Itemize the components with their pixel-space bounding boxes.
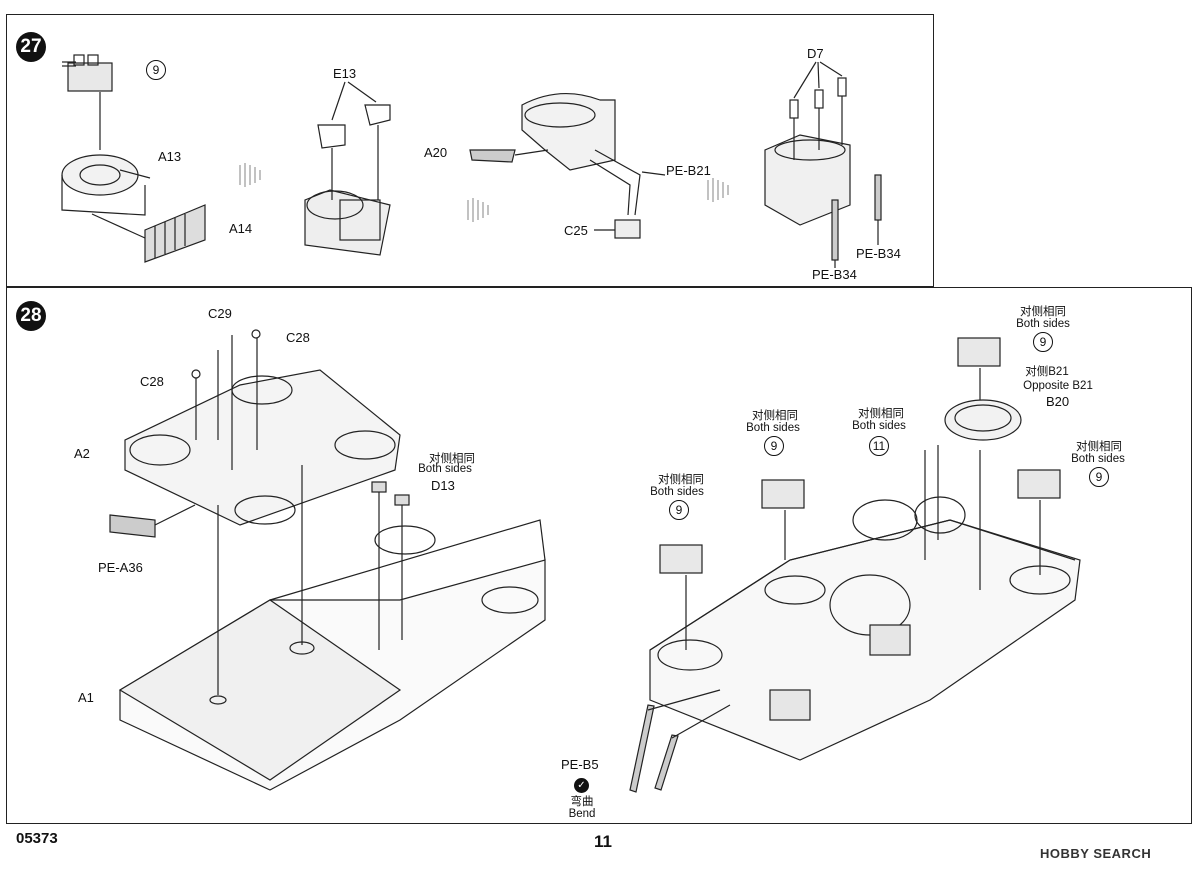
part-a1-drawing <box>118 519 546 791</box>
label-b20-cn: 对侧B21 <box>1025 366 1069 378</box>
label-9b-en: Both sides <box>746 422 800 434</box>
label-9c-cn: 对侧相同 <box>1020 306 1066 318</box>
label-bend-cn: 弯曲 <box>570 796 594 808</box>
label-c28-b: C28 <box>140 374 164 389</box>
label-9a-cn: 对侧相同 <box>658 474 704 486</box>
page-number: 11 <box>594 832 612 851</box>
label-c25: C25 <box>564 223 588 238</box>
label-b20: B20 <box>1046 394 1070 409</box>
ref-circle-9-a: 9 <box>669 500 689 520</box>
label-d13-cn: 对侧相同 <box>429 453 475 465</box>
watermark-brand: HOBBY SEARCH <box>1040 846 1152 861</box>
step-27-panel <box>6 14 934 287</box>
leader-line <box>91 213 146 239</box>
label-pe-b5: PE-B5 <box>561 757 599 772</box>
label-9d-en: Both sides <box>1071 453 1125 465</box>
label-9a-en: Both sides <box>650 486 704 498</box>
part-11-drawing <box>924 445 939 560</box>
label-a1: A1 <box>78 690 94 705</box>
step-28-badge: 28 <box>16 301 46 331</box>
label-d13-en: Both sides <box>418 463 472 475</box>
part-b20-drawing <box>944 399 1022 441</box>
label-b20-en: Opposite B21 <box>1023 380 1093 392</box>
label-a13: A13 <box>158 149 182 164</box>
label-c28-a: C28 <box>286 330 310 345</box>
part-a14-drawing <box>144 204 206 263</box>
step-arrow <box>467 198 489 222</box>
label-pe-b21: PE-B21 <box>666 163 711 178</box>
label-pe-a36: PE-A36 <box>98 560 143 575</box>
part-d13-drawing <box>371 481 410 650</box>
label-bend-en: Bend <box>568 808 596 820</box>
assembly-a20-drawing <box>469 93 666 239</box>
assembly-d7-drawing <box>764 61 882 268</box>
part-pe-b5-drawing <box>629 689 731 793</box>
ref-circle-9-b: 9 <box>764 436 784 456</box>
part-a2-drawing <box>124 369 401 526</box>
turret-9-right-c-drawing <box>957 337 1001 590</box>
label-pe-b34-b: PE-B34 <box>812 267 857 282</box>
label-d13: D13 <box>431 478 455 493</box>
label-a20: A20 <box>424 145 448 160</box>
kit-code: 05373 <box>16 830 58 847</box>
label-9d-cn: 对侧相同 <box>1076 441 1122 453</box>
step-27-badge: 27 <box>16 32 46 62</box>
turret-9-right-a-drawing <box>659 544 703 650</box>
label-pe-b34-a: PE-B34 <box>856 246 901 261</box>
label-9c-en: Both sides <box>1016 318 1070 330</box>
bend-icon: ✓ <box>574 778 589 793</box>
label-e13: E13 <box>333 66 357 81</box>
turret-9-right-b-drawing <box>761 479 805 560</box>
part-pe-a36-drawing <box>109 514 156 538</box>
ref-circle-9-d: 9 <box>1089 467 1109 487</box>
label-11-en: Both sides <box>852 420 906 432</box>
step-arrow <box>239 163 261 187</box>
parts-c28-c29-drawing <box>191 329 261 470</box>
turret-9-right-d-drawing <box>1017 469 1061 575</box>
step-28-panel <box>6 287 1192 824</box>
hull-right-drawing <box>649 496 1081 761</box>
leader-line <box>154 504 196 526</box>
turret-9-drawing <box>62 54 113 92</box>
label-a14: A14 <box>229 221 253 236</box>
ref-circle-9-c: 9 <box>1033 332 1053 352</box>
label-a2: A2 <box>74 446 90 461</box>
label-11-cn: 对侧相同 <box>858 408 904 420</box>
label-9b-cn: 对侧相同 <box>752 410 798 422</box>
ref-circle-11: 11 <box>869 436 889 456</box>
assembly-e13-drawing <box>304 81 391 256</box>
step-arrow <box>707 178 729 202</box>
label-d7: D7 <box>807 46 824 61</box>
ref-circle-9: 9 <box>146 60 166 80</box>
label-c29: C29 <box>208 306 232 321</box>
part-a13-drawing <box>61 154 151 216</box>
